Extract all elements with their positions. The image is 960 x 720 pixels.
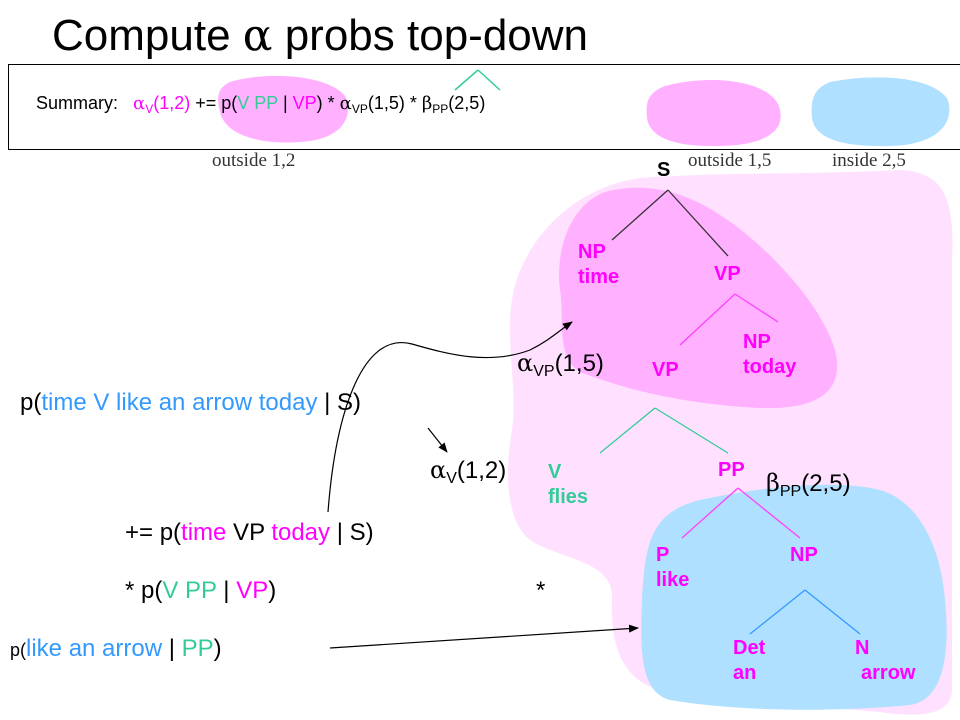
summary-formula: Summary: αV(1,2) += p(V PP | VP) * αVP(1…	[36, 93, 486, 116]
outside12-label: outside 1,2	[212, 150, 296, 171]
summary-pink-shape-2	[646, 80, 781, 147]
inside25-label: inside 2,5	[832, 150, 906, 171]
formula-line-3: * p(V PP | VP)	[125, 577, 277, 604]
beta-pp-label: βPP(2,5)	[766, 469, 851, 500]
arrow-to-outside15	[327, 321, 573, 513]
formula-line-1: p(time V like an arrow today | S)	[20, 389, 362, 416]
formula-star: *	[536, 577, 546, 604]
alpha-vp-label: αVP(1,5)	[517, 349, 604, 380]
summary-box	[8, 64, 960, 150]
node-np-arrow: NP	[790, 544, 818, 566]
alpha-v-label: αV(1,2)	[430, 456, 507, 487]
node-vp-mid: VP	[652, 359, 679, 381]
node-pp: PP	[718, 459, 745, 481]
arrow-to-alpha-v	[427, 427, 448, 453]
arrow-to-inside25	[329, 624, 639, 649]
summary-triangle	[454, 69, 501, 91]
outside15-label: outside 1,5	[688, 150, 772, 171]
formula-line-2: += p(time VP today | S)	[125, 519, 374, 546]
page-title: Compute α probs top-down	[52, 10, 589, 61]
outside15-region-shape	[559, 187, 838, 409]
formula-line-4: p(like an arrow | PP)	[10, 635, 222, 662]
node-s: S	[657, 159, 671, 181]
inside25-region-shape	[641, 484, 947, 710]
summary-pink-shape	[218, 75, 348, 143]
summary-blue-shape	[811, 77, 950, 147]
node-vp-top: VP	[714, 263, 741, 285]
tree-edges	[599, 189, 861, 635]
